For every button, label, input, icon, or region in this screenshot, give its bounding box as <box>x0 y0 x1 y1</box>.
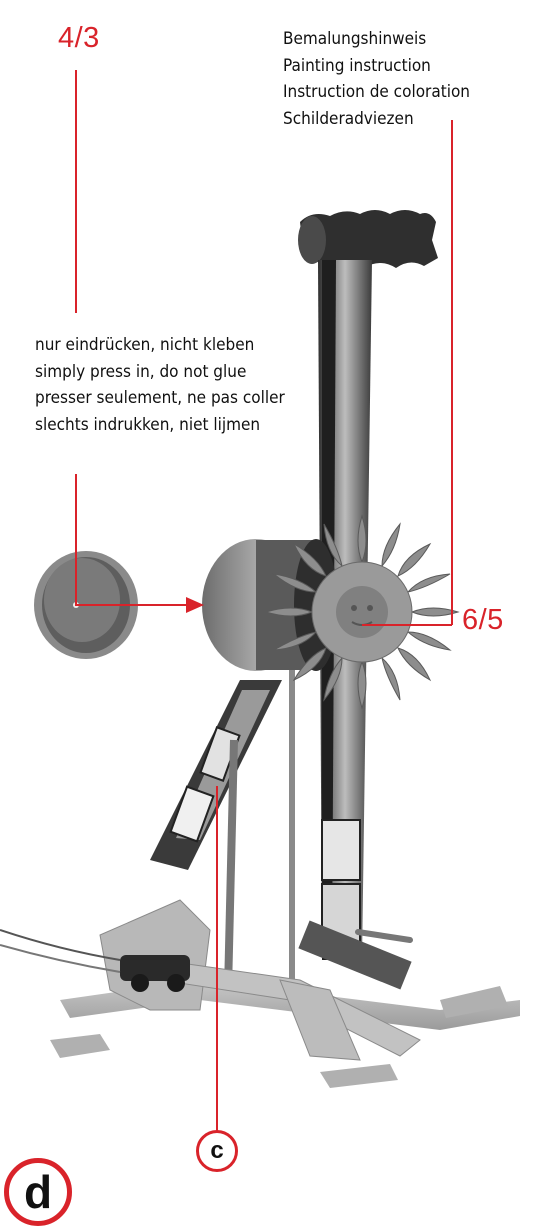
painting-note-nl: Schilderadviezen <box>283 108 414 129</box>
step-label-d: d <box>4 1158 72 1226</box>
press-note: nur eindrücken, nicht kleben simply pres… <box>35 332 285 438</box>
painting-note-de: Bemalungshinweis <box>283 29 427 49</box>
painting-note-en: Painting instruction <box>283 55 431 76</box>
leader-line-c <box>216 786 218 1131</box>
top-sign <box>298 210 438 268</box>
part-number-4-3: 4/3 <box>58 22 100 54</box>
part-number-6-5: 6/5 <box>462 604 504 636</box>
press-note-fr: presser seulement, ne pas coller <box>35 388 285 408</box>
inclined-arm <box>150 680 282 870</box>
base-frame <box>0 899 520 1088</box>
painting-note-fr: Instruction de coloration <box>283 82 470 102</box>
press-note-en: simply press in, do not glue <box>35 361 247 382</box>
leader-line-4-3 <box>75 70 77 313</box>
detail-label-c: c <box>196 1130 238 1172</box>
leader-line-cup <box>75 474 77 606</box>
leader-line-6-5 <box>362 624 452 626</box>
press-note-nl: slechts indrukken, niet lijmen <box>35 414 261 435</box>
sun-wheel <box>264 514 460 710</box>
insert-arrow <box>76 597 204 613</box>
painting-note: Bemalungshinweis Painting instruction In… <box>283 26 470 132</box>
press-note-de: nur eindrücken, nicht kleben <box>35 335 255 355</box>
leader-line-painting <box>451 120 453 625</box>
